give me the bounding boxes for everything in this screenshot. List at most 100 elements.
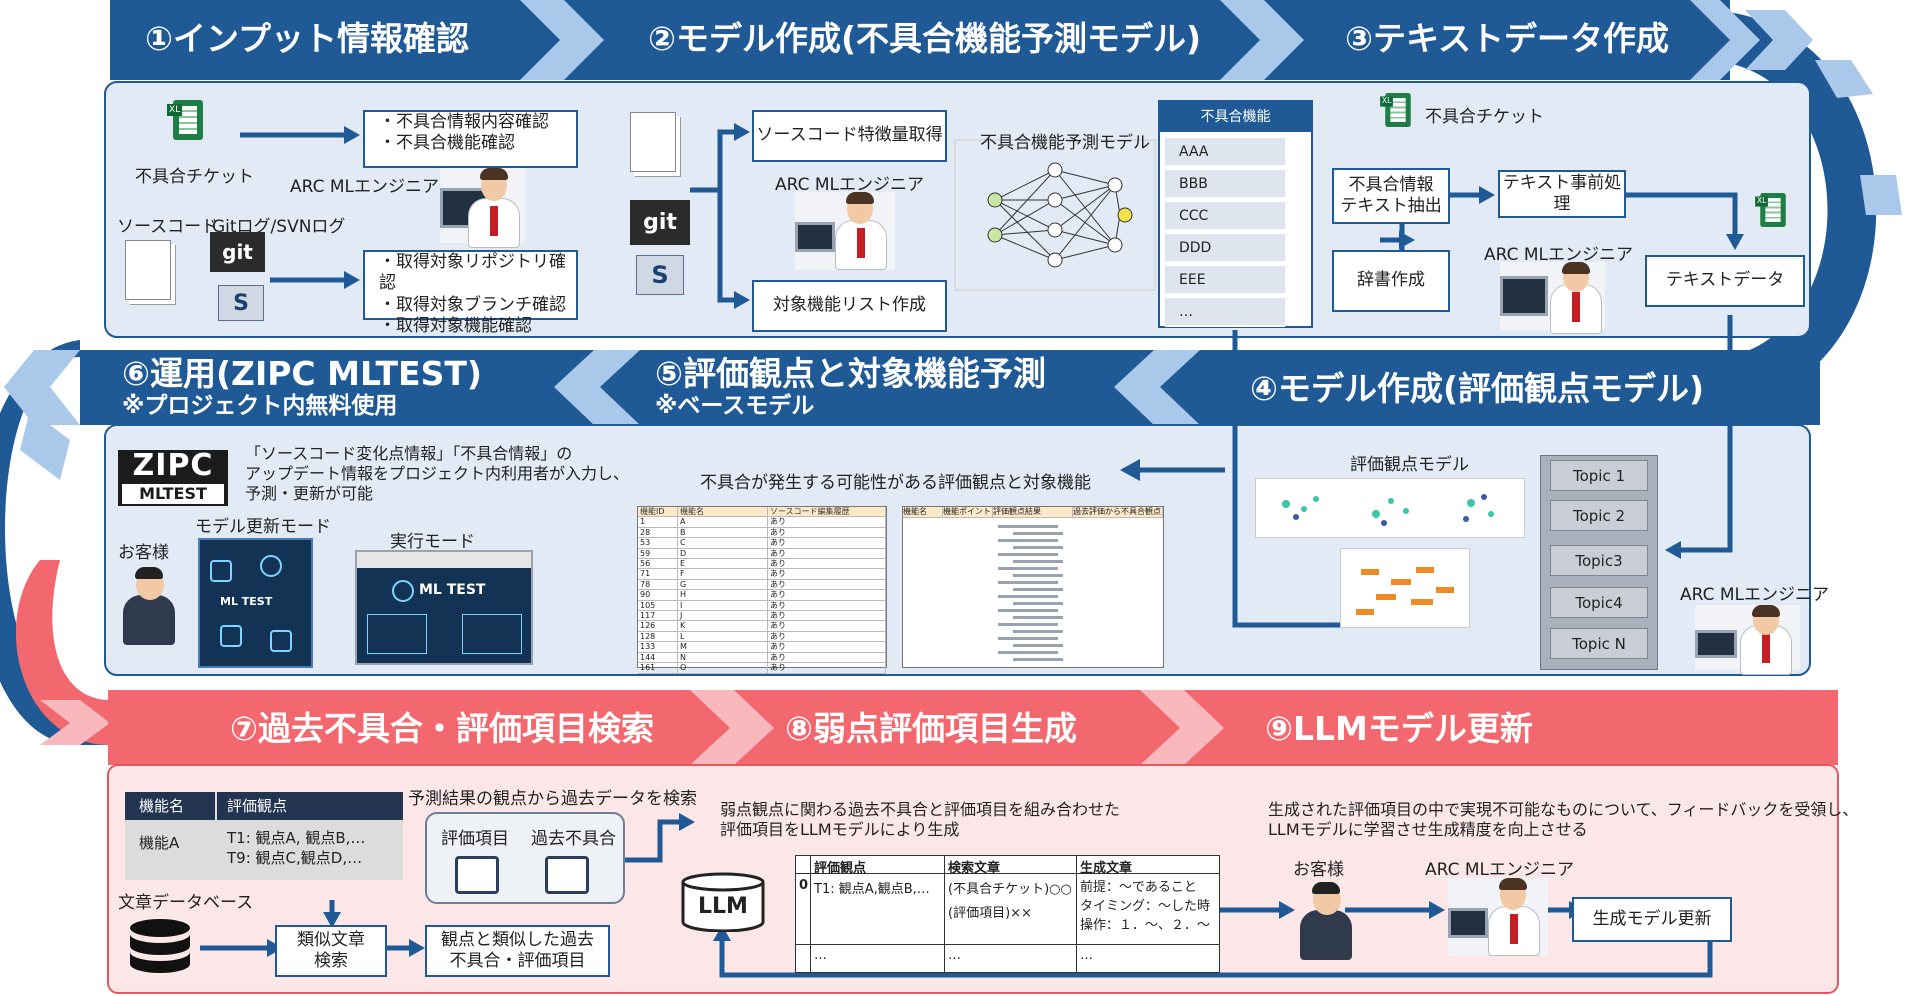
p8-r2-search: … bbox=[948, 948, 961, 963]
row1-band bbox=[110, 0, 1730, 80]
phase-5-sub: ※ベースモデル bbox=[655, 392, 815, 419]
p2-row-6: … bbox=[1165, 298, 1285, 327]
p8-generation-table: 評価観点 検索文章 生成文章 0 T1: 観点A,観点B,… (不具合チケット)… bbox=[795, 855, 1220, 973]
p3-text-excel-icon bbox=[1755, 193, 1786, 227]
p7-pastbug-doc-icon bbox=[545, 856, 589, 894]
phase-5-title: ⑤評価観点と対象機能予測※ベースモデル bbox=[655, 354, 1046, 419]
p4-topic-1: Topic 1 bbox=[1550, 460, 1648, 491]
left-curve-band-bottom bbox=[15, 560, 110, 745]
p8-r2-generated: … bbox=[1080, 948, 1093, 963]
p8-r1-viewpoint: T1: 観点A,観点B,… bbox=[814, 882, 930, 897]
p7-th-viewpoint: 評価観点 bbox=[217, 792, 403, 820]
p7-search-caption: 予測結果の観点から過去データを検索 bbox=[408, 789, 697, 809]
phase-6-title: ⑥運用(ZIPC MLTEST)※プロジェクト内無料使用 bbox=[122, 354, 482, 419]
phase-1-title: ①インプット情報確認 bbox=[145, 19, 469, 58]
p2-row-4: DDD bbox=[1165, 234, 1285, 263]
p6-customer-label: お客様 bbox=[118, 543, 169, 563]
p1-ticket-label: 不具合チケット bbox=[135, 167, 254, 187]
p8-th-viewpoint: 評価観点 bbox=[814, 861, 867, 876]
phase-9-title: ⑨LLMモデル更新 bbox=[1265, 709, 1533, 748]
phase-4-title: ④モデル作成(評価観点モデル) bbox=[1250, 369, 1705, 408]
p7-db-label: 文章データベース bbox=[118, 893, 254, 913]
p3-excel-icon bbox=[1380, 93, 1411, 127]
p2-model-label: 不具合機能予測モデル bbox=[980, 133, 1150, 153]
p2-funclist-box: 対象機能リスト作成 bbox=[752, 280, 947, 332]
p4-topic-2: Topic 2 bbox=[1550, 500, 1648, 531]
row2-band bbox=[80, 350, 1820, 425]
p3-textdata-box: テキストデータ bbox=[1645, 255, 1805, 307]
p6-update-mode-screen: ML TEST bbox=[198, 538, 313, 668]
right-chevron-3 bbox=[1860, 175, 1902, 215]
source-doc-icon bbox=[125, 240, 171, 300]
p3-dictionary-box: 辞書作成 bbox=[1332, 250, 1450, 312]
p7-similar-search-box: 類似文章検索 bbox=[275, 925, 387, 977]
p4-model-label: 評価観点モデル bbox=[1350, 455, 1469, 475]
connectors bbox=[200, 129, 1738, 978]
p8-row-index: 0 bbox=[799, 878, 809, 893]
p7-td-viewpoint: T1: 観点A, 観点B,…T9: 観点C,観点D,… bbox=[227, 829, 366, 867]
p4-topic-4: Topic4 bbox=[1550, 587, 1648, 618]
p5-right-sheet-header: 機能名機能ポイント評価観点結果過去評価から不具合観点 bbox=[903, 507, 1163, 518]
llm-database-icon: LLM bbox=[680, 872, 766, 933]
p6-mode-update-label: モデル更新モード bbox=[195, 517, 331, 537]
p8-th-generated: 生成文章 bbox=[1080, 861, 1133, 876]
p2-git-icon: git bbox=[630, 200, 690, 245]
p7-td-function: 機能A bbox=[139, 834, 180, 852]
left-chevron-1 bbox=[20, 410, 70, 480]
p7-pastbug-label: 過去不具合 bbox=[531, 829, 616, 849]
p7-result-box: 観点と類似した過去不具合・評価項目 bbox=[425, 925, 610, 977]
nn-frame bbox=[954, 139, 1156, 291]
p4-topic-n: Topic N bbox=[1550, 628, 1648, 659]
phase-6-sub: ※プロジェクト内無料使用 bbox=[122, 392, 398, 419]
p5-right-sheet: 機能名機能ポイント評価観点結果過去評価から不具合観点 bbox=[902, 506, 1164, 668]
p1-source-label: ソースコード bbox=[117, 217, 219, 237]
p7-table: 機能名 評価観点 機能A T1: 観点A, 観点B,…T9: 観点C,観点D,… bbox=[125, 792, 403, 880]
p7-item-label: 評価項目 bbox=[441, 829, 509, 849]
p1-check-repo-box: ・取得対象リポジトリ確認・取得対象ブランチ確認・取得対象機能確認 bbox=[363, 250, 578, 336]
p8-r2-viewpoint: … bbox=[814, 948, 827, 963]
phase-2-title: ②モデル作成(不具合機能予測モデル) bbox=[648, 19, 1202, 58]
p3-engineer-avatar bbox=[1500, 262, 1605, 334]
row3-band bbox=[108, 690, 1838, 765]
engineer-avatar bbox=[440, 168, 525, 248]
excel-icon bbox=[167, 100, 203, 140]
phase-3-title: ③テキストデータ作成 bbox=[1345, 19, 1669, 58]
right-chevron-2 bbox=[1815, 60, 1873, 98]
left-chevron-2 bbox=[40, 700, 110, 745]
p9-engineer-avatar bbox=[1448, 878, 1548, 956]
neural-net bbox=[994, 169, 1125, 261]
p2-engineer-label: ARC MLエンジニア bbox=[775, 175, 925, 195]
p7-search-group: 評価項目 過去不具合 bbox=[425, 812, 625, 904]
git-icon: git bbox=[210, 232, 265, 272]
right-curve-band bbox=[1700, 10, 1877, 410]
p6-description: 「ソースコード変化点情報」「不具合情報」のアップデート情報をプロジェクト内利用者… bbox=[245, 444, 630, 503]
p9-description: 生成された評価項目の中で実現不可能なものについて、フィードバックを受領し、LLM… bbox=[1268, 800, 1859, 839]
p7-item-doc-icon bbox=[455, 856, 499, 894]
p1-engineer-label: ARC MLエンジニア bbox=[290, 177, 440, 197]
p4-engineer-label: ARC MLエンジニア bbox=[1680, 585, 1830, 605]
phase-8-title: ⑧弱点評価項目生成 bbox=[785, 709, 1077, 748]
p9-engineer-label: ARC MLエンジニア bbox=[1425, 860, 1575, 880]
p4-engineer-avatar bbox=[1695, 605, 1800, 675]
p8-r1-generated: 前提：～であることタイミング：～した時操作：１．～、２．～ bbox=[1080, 880, 1211, 933]
right-chevron-1 bbox=[1745, 10, 1813, 70]
p2-table-header: 不具合機能 bbox=[1160, 102, 1311, 132]
p9-customer-label: お客様 bbox=[1293, 860, 1344, 880]
p3-extract-box: 不具合情報テキスト抽出 bbox=[1332, 168, 1450, 224]
